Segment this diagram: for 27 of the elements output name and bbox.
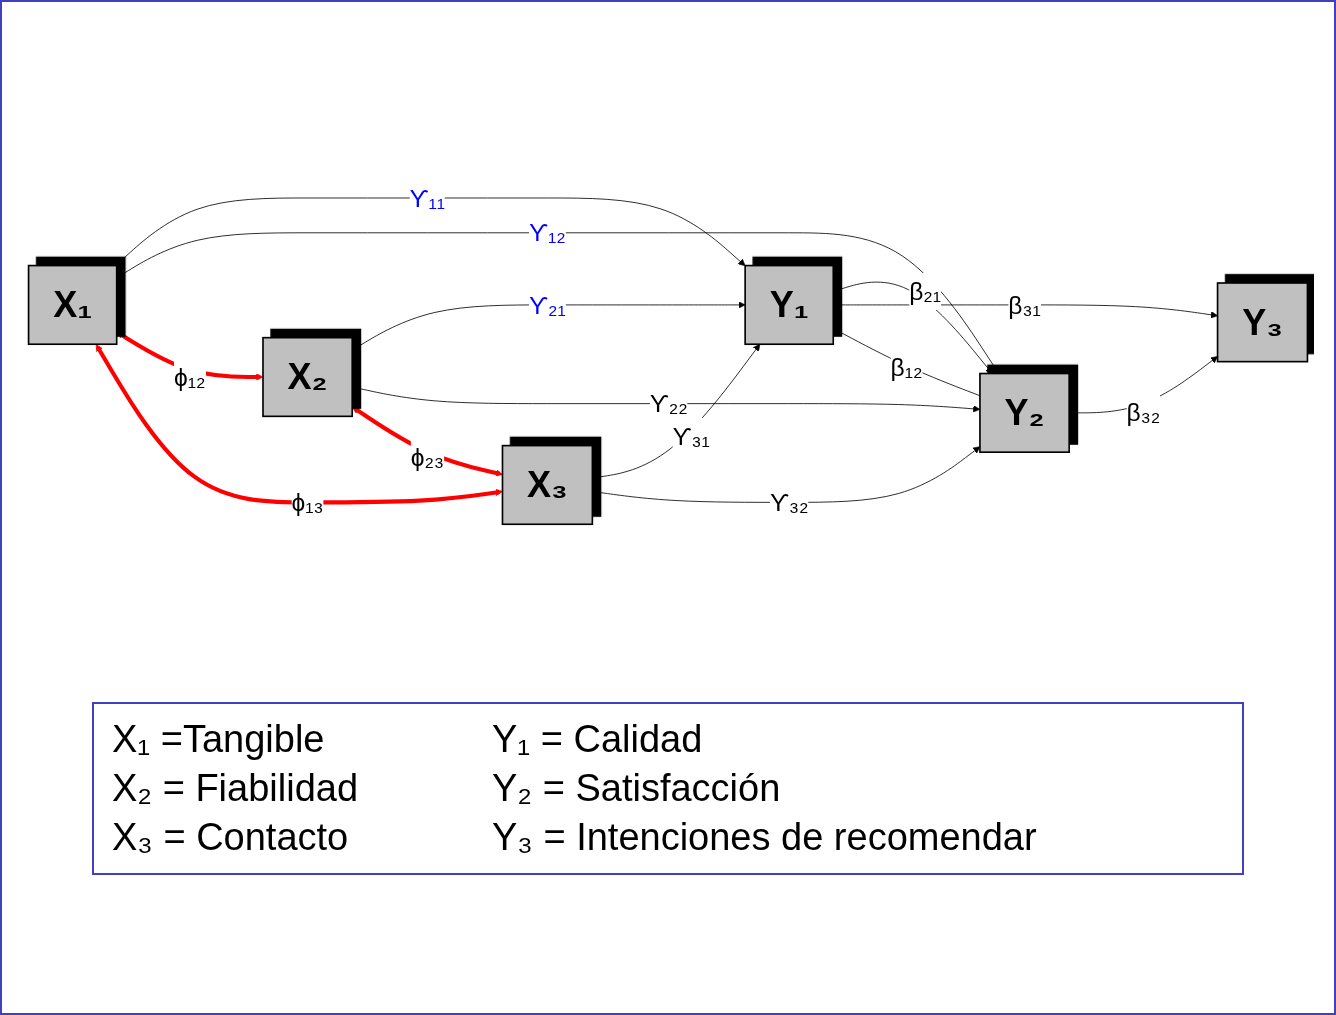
edge-label: ϒ₂₂ — [649, 390, 688, 418]
key-text: Y₃ = Intenciones de recomendar — [492, 816, 1038, 859]
key-text: Y₂ = Satisfacción — [492, 767, 782, 810]
edge-label: ϒ₃₁ — [672, 422, 710, 450]
node-box: X₁ — [27, 264, 118, 346]
edge-label: ϕ₁₃ — [291, 488, 324, 516]
edge-label: ϒ₁₂ — [529, 219, 566, 247]
key-text: Y₁ = Calidad — [492, 718, 704, 761]
edge-label: β₁₂ — [890, 354, 923, 382]
arrow — [352, 406, 503, 477]
edge-label: ϕ₂₃ — [410, 443, 445, 471]
node-box: X₂ — [262, 336, 354, 418]
arrow — [95, 344, 503, 505]
node-box: Y₂ — [979, 372, 1070, 454]
edge-label: β₃₁ — [1008, 291, 1041, 319]
edge-label: ϒ₁₁ — [409, 184, 446, 212]
node-box: Y₁ — [744, 264, 835, 346]
edge-label: ϒ₂₁ — [529, 291, 566, 319]
node-box: X₃ — [501, 444, 594, 526]
key-text: X₃ = Contacto — [112, 816, 350, 859]
key-text: X₂ = Fiabilidad — [112, 767, 360, 810]
edge-label: ϕ₁₂ — [174, 363, 206, 391]
node-box: Y₃ — [1216, 282, 1309, 363]
edge-label: β₃₂ — [1126, 399, 1161, 427]
edge-label: β₂₁ — [909, 278, 942, 306]
edge-label: ϒ₃₂ — [769, 488, 809, 516]
key-text: X₁ =Tangible — [112, 718, 326, 761]
